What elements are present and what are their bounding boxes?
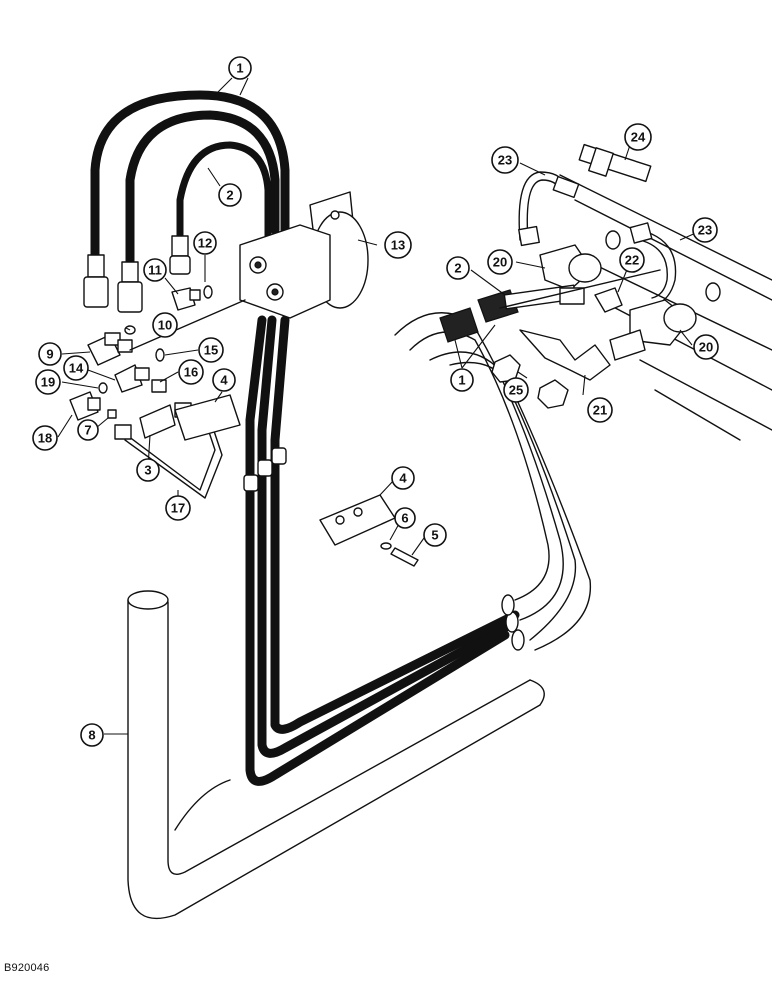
tube-outline (127, 590, 545, 920)
callout-20-upper: 20 (487, 249, 513, 275)
svg-text:23: 23 (498, 153, 512, 168)
svg-text:21: 21 (593, 403, 607, 418)
callout-19: 19 (35, 369, 61, 395)
callout-3: 3 (136, 458, 160, 482)
callout-10: 10 (152, 312, 178, 338)
callout-23-right: 23 (692, 217, 718, 243)
left-fittings (69, 285, 246, 499)
svg-text:22: 22 (625, 253, 639, 268)
callout-18: 18 (32, 425, 58, 451)
callout-2-right: 2 (446, 256, 470, 280)
dark-hoses (90, 90, 525, 786)
svg-text:25: 25 (509, 383, 523, 398)
callout-20-right: 20 (693, 334, 719, 360)
callout-24: 24 (624, 123, 652, 151)
callout-4-upper: 4 (212, 368, 236, 392)
callout-12: 12 (193, 231, 217, 255)
lower-clamp (319, 494, 419, 567)
callout-5: 5 (423, 523, 447, 547)
callout-1-right: 1 (450, 368, 474, 392)
svg-text:18: 18 (38, 431, 52, 446)
callout-15: 15 (198, 337, 224, 363)
svg-text:8: 8 (88, 728, 95, 743)
svg-text:1: 1 (236, 61, 243, 76)
callout-11: 11 (143, 258, 167, 282)
callout-1-top: 1 (228, 56, 252, 80)
svg-text:23: 23 (698, 223, 712, 238)
callout-21: 21 (587, 397, 613, 423)
svg-text:2: 2 (226, 188, 233, 203)
callout-23-left: 23 (491, 146, 519, 174)
hydraulic-motor (239, 191, 369, 319)
svg-text:1: 1 (458, 373, 465, 388)
svg-text:7: 7 (84, 423, 91, 438)
callout-16: 16 (178, 359, 204, 385)
callout-4-lower: 4 (391, 466, 415, 490)
callout-2-left: 2 (218, 183, 242, 207)
document-code: B920046 (4, 962, 50, 974)
svg-text:24: 24 (631, 130, 646, 145)
callout-8: 8 (80, 723, 104, 747)
svg-text:10: 10 (158, 318, 172, 333)
hose-end-fittings (83, 235, 191, 313)
callout-13: 13 (384, 231, 412, 259)
svg-text:2: 2 (454, 261, 461, 276)
svg-text:3: 3 (144, 463, 151, 478)
svg-text:9: 9 (46, 347, 53, 362)
svg-text:20: 20 (699, 340, 713, 355)
svg-text:6: 6 (401, 511, 408, 526)
callout-6: 6 (394, 507, 416, 529)
callout-22: 22 (619, 247, 645, 273)
svg-text:4: 4 (220, 373, 228, 388)
svg-text:14: 14 (69, 361, 84, 376)
svg-text:13: 13 (391, 238, 405, 253)
svg-text:16: 16 (184, 365, 198, 380)
right-fittings (439, 143, 721, 409)
callout-14: 14 (63, 355, 89, 381)
callout-7: 7 (77, 419, 99, 441)
callout-25: 25 (503, 377, 529, 403)
svg-text:19: 19 (41, 375, 55, 390)
svg-text:5: 5 (431, 528, 438, 543)
callout-17: 17 (165, 495, 191, 521)
svg-text:12: 12 (198, 236, 212, 251)
svg-text:4: 4 (399, 471, 407, 486)
svg-text:20: 20 (493, 255, 507, 270)
svg-text:15: 15 (204, 343, 218, 358)
svg-text:11: 11 (148, 263, 162, 278)
callout-9: 9 (38, 342, 62, 366)
svg-text:17: 17 (171, 501, 185, 516)
